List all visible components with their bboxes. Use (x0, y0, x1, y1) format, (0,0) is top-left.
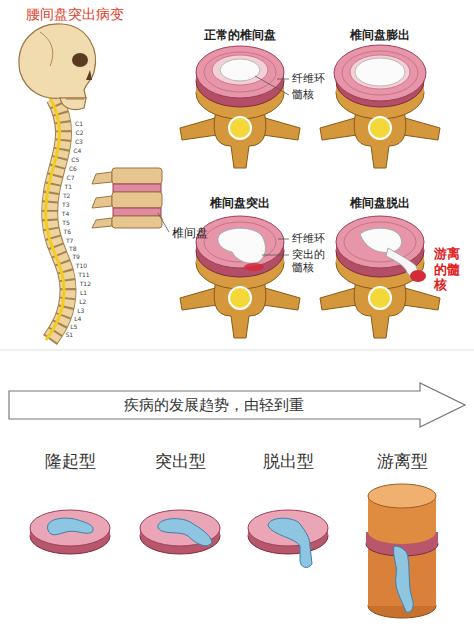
panel-title: 椎间盘脱出 (350, 196, 410, 210)
normal-disc (204, 52, 276, 92)
vertebra-label: T1 (64, 183, 71, 190)
part-label: 椎间盘 (172, 226, 208, 240)
skull (40, 32, 53, 66)
normal-disc (196, 46, 284, 98)
vertebra-label: C5 (71, 156, 79, 163)
spine-segment-detail (92, 196, 112, 208)
trend-text: 疾病的发展趋势，由轻到重 (124, 396, 304, 414)
vertebra-label: C3 (75, 138, 83, 145)
bulging-disc (320, 45, 440, 168)
leader-lines (278, 239, 289, 240)
skull (66, 99, 84, 100)
bulging-disc (350, 55, 410, 89)
stage-label: 脱出型 (263, 452, 314, 472)
vertebra-label: L1 (80, 289, 87, 296)
bulge-stage-disc (30, 510, 110, 554)
protruding-disc (244, 263, 264, 271)
vertebra-label: L3 (77, 307, 84, 314)
spine-segment-detail (112, 168, 162, 184)
extruded-disc (336, 216, 424, 268)
vertebra-label: T4 (62, 210, 69, 217)
normal-disc (212, 55, 268, 85)
protrusion-stage-disc (158, 519, 212, 546)
vertebra-label: L5 (70, 323, 77, 330)
bulge-stage-disc (48, 518, 94, 535)
skull (86, 70, 92, 80)
vertebra-label: T7 (66, 237, 73, 244)
part-label: 纤维环 (292, 232, 325, 245)
normal-disc (180, 46, 300, 168)
bulging-disc (342, 51, 418, 95)
vertebra-label: T3 (62, 201, 69, 208)
separator (0, 350, 474, 351)
spine-segment-detail (113, 184, 161, 192)
part-label: 游离的髓核 (434, 246, 462, 293)
extruded-disc (320, 216, 440, 338)
leader-lines (277, 79, 289, 80)
vertebra-label: L2 (79, 298, 86, 305)
vertebra-label: T2 (63, 192, 70, 199)
spine-segment-detail (92, 168, 169, 232)
spine-column (46, 98, 64, 340)
vertebra-label: C2 (76, 129, 84, 136)
vertebra-label: C6 (69, 165, 77, 172)
normal-disc (220, 59, 260, 81)
protruding-disc (196, 216, 284, 268)
leader-lines (255, 76, 289, 95)
skull (60, 98, 86, 110)
vertebra-label: C1 (75, 120, 83, 127)
bulge-stage-disc (30, 510, 110, 554)
vertebra-label: T11 (78, 271, 89, 278)
sequestration-stage-disc (366, 484, 438, 618)
vertebra-label: T8 (69, 245, 76, 252)
vertebra-label: C4 (73, 147, 81, 154)
skull (19, 24, 96, 110)
panel-title: 正常的椎间盘 (204, 28, 276, 42)
vertebra-label: T12 (80, 280, 91, 287)
vertebra-label: T10 (76, 262, 87, 269)
stage-label: 突出型 (155, 452, 206, 472)
spine-segment-detail (92, 218, 112, 228)
protrusion-stage-disc (140, 510, 220, 554)
extrusion-stage-disc (248, 510, 328, 567)
protruding-disc (218, 228, 266, 263)
leader-lines (255, 76, 289, 255)
protrusion-stage-disc (140, 510, 220, 554)
spine-segment-detail (113, 208, 161, 216)
vertebra-label: T9 (72, 253, 79, 260)
vertebra-label: T5 (62, 219, 69, 226)
extruded-disc (344, 222, 416, 262)
extruded-disc (410, 270, 426, 282)
spine-segment-detail (112, 216, 162, 228)
extrusion-stage-disc (268, 518, 312, 567)
diagram-title: 腰间盘突出病变 (26, 6, 124, 23)
spine-segment-detail (112, 192, 162, 208)
stage-label: 隆起型 (45, 452, 96, 472)
part-label: 髓核 (292, 88, 314, 101)
trend-arrow: 疾病的发展趋势，由轻到重 (8, 382, 466, 428)
stage-label: 游离型 (377, 452, 428, 472)
vertebra-label: L4 (74, 315, 81, 322)
part-label: 突出的髓核 (292, 248, 327, 274)
skull (72, 53, 88, 67)
arrow-text-box: 疾病的发展趋势，由轻到重 (8, 382, 420, 428)
leader-lines (262, 255, 289, 256)
skull (19, 24, 96, 98)
extruded-disc (360, 228, 402, 252)
spine-segment-detail (158, 213, 169, 232)
panel-title: 椎间盘膨出 (350, 28, 410, 42)
sequestration-stage-disc (394, 546, 414, 612)
panel-title: 椎间盘突出 (210, 196, 270, 210)
vertebra-label: C7 (67, 174, 75, 181)
vertebra-label: S1 (65, 331, 73, 338)
vertebra-label: T6 (64, 228, 71, 235)
bulging-disc (334, 45, 426, 101)
arrow-outline (9, 383, 465, 427)
bulging-disc (355, 58, 405, 86)
sequestration-stage-disc (368, 484, 436, 508)
part-label: 纤维环 (292, 72, 325, 85)
spine-segment-detail (92, 172, 112, 184)
